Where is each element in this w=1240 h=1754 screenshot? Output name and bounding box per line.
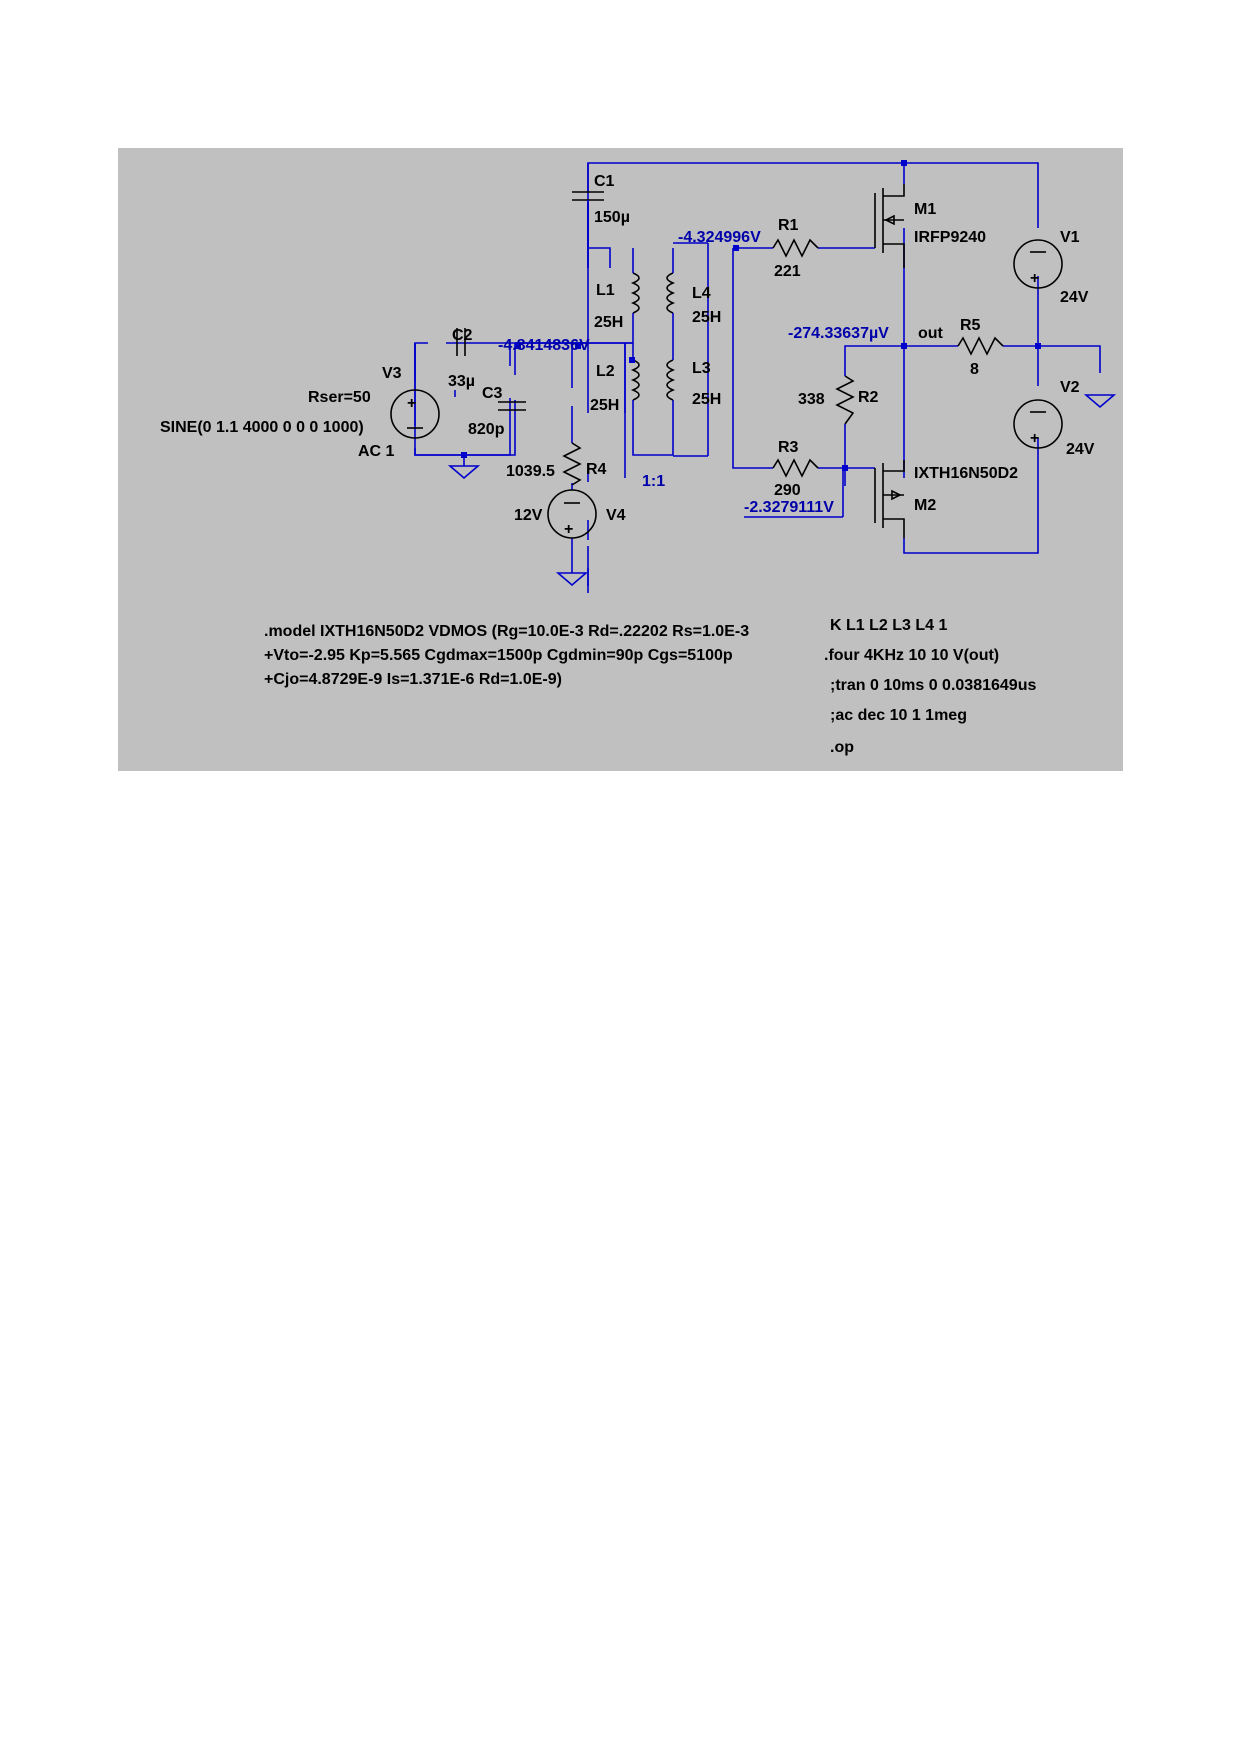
primary-wires xyxy=(414,342,633,573)
l4-ref: L4 xyxy=(692,285,711,302)
l3-value: 25H xyxy=(692,391,721,408)
junction-dots xyxy=(461,160,1041,471)
mosfet-m1: M1 IRFP9240 xyxy=(874,184,986,268)
l2-ref: L2 xyxy=(596,363,615,380)
v1-value: 24V xyxy=(1060,289,1089,306)
resistor-r1: R1 221 xyxy=(772,217,819,280)
r2-value: 338 xyxy=(798,391,825,408)
capacitor-c3: C3 820p xyxy=(468,385,526,438)
resistor-r5: R5 8 xyxy=(957,317,1004,378)
four-directive: .four 4KHz 10 10 V(out) xyxy=(824,647,999,664)
voltage-source-v4: + 12V V4 xyxy=(514,489,626,587)
r2-ref: R2 xyxy=(858,389,879,406)
node-voltage-m1-gate: -4.324996V xyxy=(678,229,761,246)
l3-ref: L3 xyxy=(692,360,711,377)
c2-ref: C2 xyxy=(452,327,473,344)
inductor-l2: L2 25H xyxy=(590,313,674,456)
r3-value: 290 xyxy=(774,482,801,499)
l4-value: 25H xyxy=(692,309,721,326)
c3-value: 820p xyxy=(468,421,505,438)
v3-rser: Rser=50 xyxy=(308,389,371,406)
v1-ref: V1 xyxy=(1060,229,1080,246)
spice-directives: .model IXTH16N50D2 VDMOS (Rg=10.0E-3 Rd=… xyxy=(264,617,1036,756)
resistor-r2: 338 R2 xyxy=(798,375,879,425)
v2-value: 24V xyxy=(1066,441,1095,458)
v3-ac: AC 1 xyxy=(358,443,395,460)
r4-ref: R4 xyxy=(586,461,607,478)
svg-text:+: + xyxy=(1030,430,1039,447)
capacitor-c1: C1 150µ xyxy=(572,173,630,268)
op-directive: .op xyxy=(830,739,854,756)
resistor-r3: R3 290 xyxy=(772,439,819,499)
mosfet-m2: IXTH16N50D2 M2 xyxy=(874,460,1018,538)
c3-ref: C3 xyxy=(482,385,503,402)
m1-value: IRFP9240 xyxy=(914,229,986,246)
capacitor-c2: C2 33µ xyxy=(448,327,475,390)
model-line-2: +Vto=-2.95 Kp=5.565 Cgdmax=1500p Cgdmin=… xyxy=(264,647,733,664)
voltage-source-v1: + V1 24V xyxy=(1013,229,1089,306)
circuit-diagram: C1 150µ C2 33µ C3 820p + V3 Rser=50 SINE… xyxy=(160,160,1117,756)
l2-value: 25H xyxy=(590,397,619,414)
c1-value: 150µ xyxy=(594,209,630,226)
tran-directive: ;tran 0 10ms 0 0.0381649us xyxy=(830,677,1036,694)
transformer-ratio: 1:1 xyxy=(642,473,665,490)
ac-directive: ;ac dec 10 1 1meg xyxy=(830,707,967,724)
svg-text:+: + xyxy=(1030,270,1039,287)
inductor-l3: L3 25H xyxy=(666,313,721,408)
m2-ref: M2 xyxy=(914,497,936,514)
wires xyxy=(414,162,1101,593)
model-line-3: +Cjo=4.8729E-9 Is=1.371E-6 Rd=1.0E-9) xyxy=(264,671,562,688)
v4-ref: V4 xyxy=(606,507,626,524)
r5-value: 8 xyxy=(970,361,979,378)
node-voltage-input: -4.8414836V xyxy=(498,337,590,354)
c2-value: 33µ xyxy=(448,373,475,390)
m1-ref: M1 xyxy=(914,201,936,218)
net-label-out: out xyxy=(918,325,944,342)
svg-text:+: + xyxy=(407,395,416,412)
voltage-source-v2: + V2 24V xyxy=(1013,379,1095,458)
resistor-r4: 1039.5 R4 xyxy=(506,442,607,486)
inductor-l1: L1 25H xyxy=(594,248,640,331)
ground-symbol-v3 xyxy=(447,455,481,480)
node-voltage-output: -274.33637µV xyxy=(788,325,889,342)
l1-value: 25H xyxy=(594,314,623,331)
voltage-source-v3: + V3 Rser=50 SINE(0 1.1 4000 0 0 0 1000)… xyxy=(160,365,440,460)
r3-ref: R3 xyxy=(778,439,799,456)
v3-source: SINE(0 1.1 4000 0 0 0 1000) xyxy=(160,419,364,436)
coupling-directive: K L1 L2 L3 L4 1 xyxy=(830,617,947,634)
r4-value: 1039.5 xyxy=(506,463,555,480)
r1-value: 221 xyxy=(774,263,801,280)
r5-ref: R5 xyxy=(960,317,981,334)
r1-ref: R1 xyxy=(778,217,799,234)
svg-text:+: + xyxy=(564,521,573,538)
schematic-canvas: C1 150µ C2 33µ C3 820p + V3 Rser=50 SINE… xyxy=(118,148,1123,771)
v4-value: 12V xyxy=(514,507,543,524)
v2-ref: V2 xyxy=(1060,379,1080,396)
m2-value: IXTH16N50D2 xyxy=(914,465,1018,482)
model-line-1: .model IXTH16N50D2 VDMOS (Rg=10.0E-3 Rd=… xyxy=(264,623,749,640)
inductor-l4: L4 25H xyxy=(666,248,721,326)
v3-ref: V3 xyxy=(382,365,402,382)
ground-symbol-output xyxy=(1083,394,1117,409)
node-voltage-m2-gate: -2.3279111V xyxy=(744,499,834,516)
l1-ref: L1 xyxy=(596,282,615,299)
c1-ref: C1 xyxy=(594,173,615,190)
